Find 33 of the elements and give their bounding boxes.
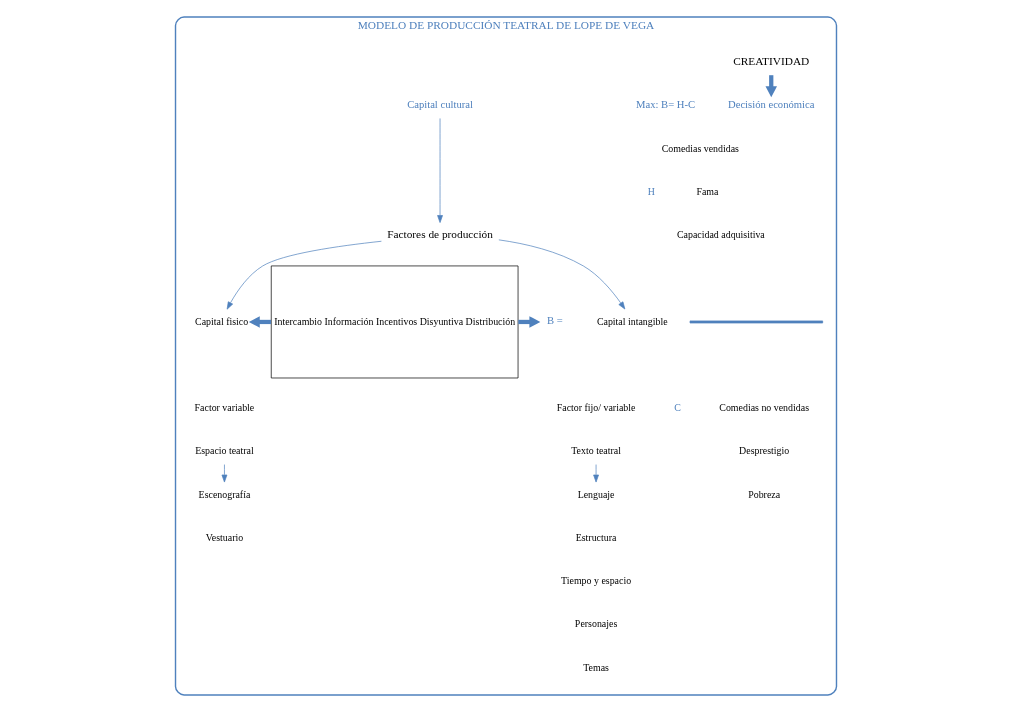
node-text: Espacio teatral xyxy=(195,445,254,457)
node-text: Capital cultural xyxy=(407,99,473,111)
arrow xyxy=(437,118,443,223)
node-text: Texto teatral xyxy=(571,445,621,457)
label: Capacidad adquisitiva xyxy=(677,229,765,241)
node-text: Capital fisico xyxy=(195,315,249,327)
node-text: Estructura xyxy=(575,531,617,543)
label: Comedias no vendidas xyxy=(719,402,809,414)
label: C xyxy=(674,402,681,414)
arrow xyxy=(593,464,599,483)
node-box: Intercambio Información Incentivos Disyuntiva Distribución xyxy=(270,265,519,379)
node-text: B = xyxy=(547,315,563,327)
node-text: Decisión económica xyxy=(728,99,815,111)
label: Desprestigio xyxy=(739,445,790,457)
label: Pobreza xyxy=(748,488,781,500)
arrow xyxy=(221,464,228,483)
node-text: CREATIVIDAD xyxy=(733,55,810,68)
arrow xyxy=(498,239,626,310)
label: H xyxy=(647,185,655,197)
node-text: Personajes xyxy=(574,618,618,630)
node-text: Tiempo y espacio xyxy=(561,575,632,587)
label: Fama xyxy=(696,185,719,197)
arrow xyxy=(226,240,382,310)
label: Max: B= H-C xyxy=(636,99,696,111)
node-text: Factor fijo/ variable xyxy=(556,402,636,414)
node-text: Factores de producción xyxy=(387,228,493,241)
node-text: Factor variable xyxy=(194,402,255,414)
node-text: Lenguaje xyxy=(577,488,615,500)
label: Comedias vendidas xyxy=(661,142,739,154)
node-text: Capital intangible xyxy=(596,315,668,327)
node-text: Temas xyxy=(583,661,609,673)
node-text: Vestuario xyxy=(205,531,244,543)
node-text: Escenografía xyxy=(198,488,251,500)
